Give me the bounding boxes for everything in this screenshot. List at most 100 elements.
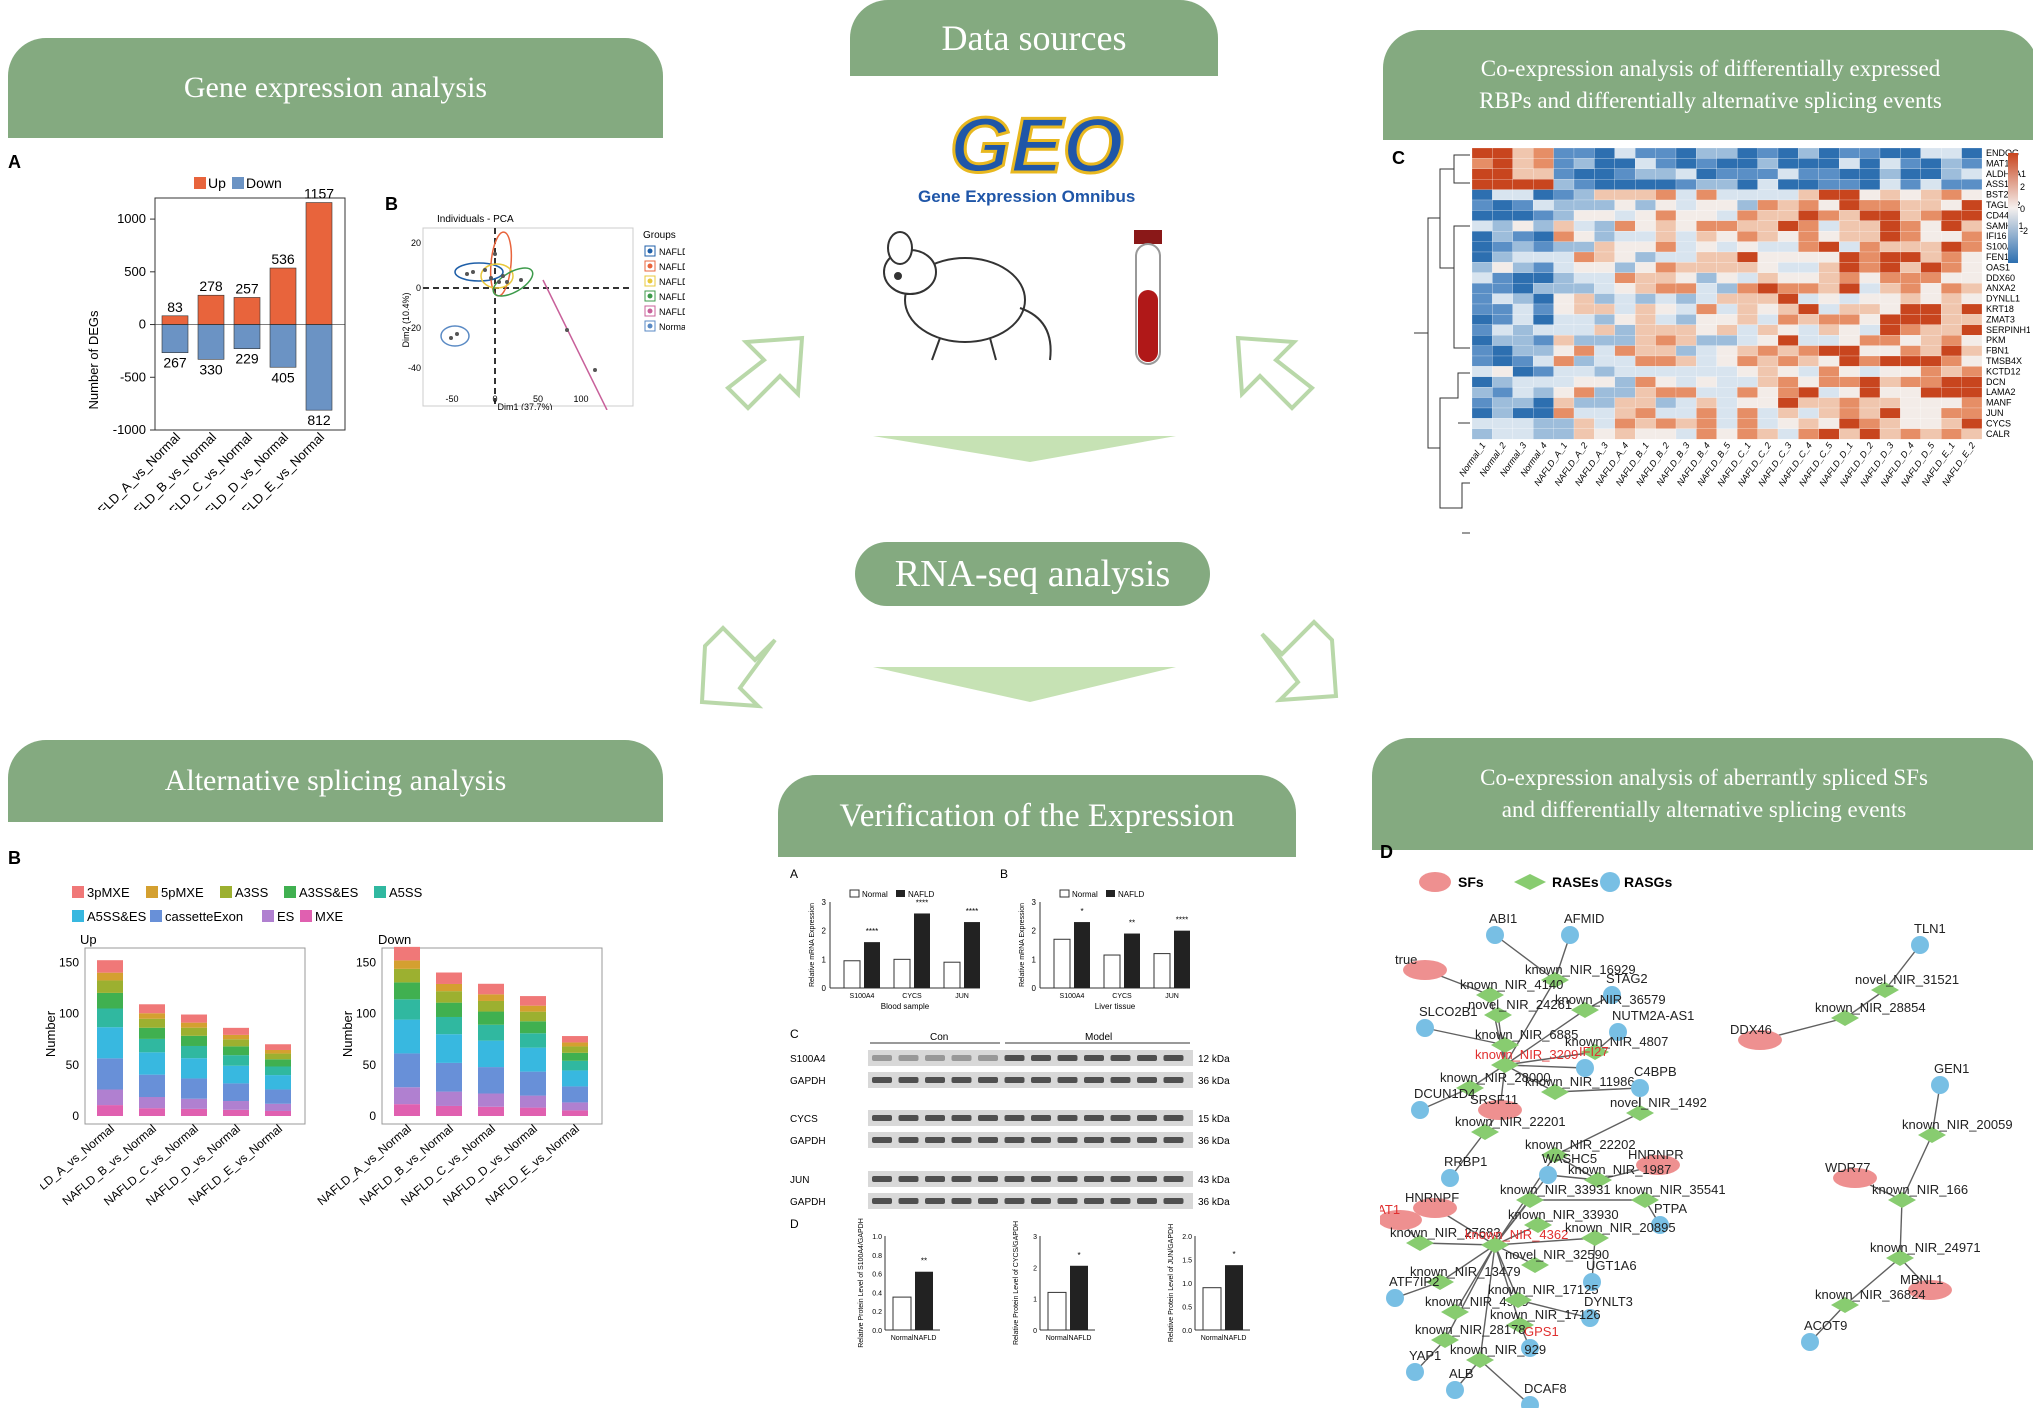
splicing-bar-segment [265,1089,291,1104]
heatmap-cell [1757,355,1779,367]
banner-text: Verification of the Expression [839,797,1235,834]
heatmap-cell [1716,272,1738,284]
splicing-legend-swatch [72,886,84,898]
heatmap-cell [1512,335,1534,346]
heatmap-cell [1553,314,1575,325]
heatmap-cell [1492,262,1513,273]
ver-gene-label: CYCS [902,993,922,1000]
network-node-rasg [1576,1059,1594,1077]
heatmap-cell [1818,241,1840,253]
network-edge [1494,1244,1521,1326]
blot-band [898,1198,919,1204]
heatmap-cell [1737,158,1758,169]
heatmap-cell [1716,345,1738,357]
panel-letter-c: C [1392,148,1405,168]
blot-kda-label: 36 kDa [1198,1136,1230,1147]
blot-band [978,1176,998,1182]
heatmap-cell [1573,376,1595,388]
heatmap-cell [1961,397,1983,409]
pca-legend-label: Normal [659,322,685,332]
heatmap-cell [1655,397,1677,409]
heatmap-cell [1737,428,1758,440]
heatmap-cell [1655,251,1677,263]
heatmap-cell [1879,303,1901,315]
network-node-label: known_NIR_22201 [1455,1114,1566,1129]
heatmap-cell [1573,199,1595,211]
heatmap-cell [1492,303,1513,315]
heatmap-cell [1900,376,1921,388]
heatmap-cell [1900,418,1921,429]
blot-band [898,1055,919,1061]
splicing-bar-segment [394,946,420,961]
heatmap-cell [1900,179,1921,190]
heatmap-cell [1961,293,1983,305]
blot-band [951,1198,972,1204]
heatmap-cell [1492,345,1513,357]
heatmap-cell [1818,283,1840,294]
blot-band [1057,1137,1078,1143]
as-down-title: Down [378,932,411,947]
heatmap-cell [1961,189,1983,201]
heatmap-cell [1941,168,1962,180]
blot-band [1004,1077,1025,1083]
heatmap-cell [1798,418,1819,429]
heatmap-cell [1553,148,1575,159]
ver-star: **** [966,907,978,916]
heatmap-cell [1471,314,1493,325]
heatmap-cell [1839,272,1860,284]
heatmap-cell [1859,418,1881,429]
heatmap-cell [1818,168,1840,180]
network-node-label: known_NIR_36824 [1815,1287,1926,1302]
network-node-label: known_NIR_4362 [1465,1227,1568,1242]
heatmap-cell [1614,251,1636,263]
heatmap-cell [1818,189,1840,201]
splicing-bar-segment [139,1108,165,1116]
heatmap-cell [1594,335,1615,346]
heatmap-cell [1512,324,1534,336]
heatmap-cell [1512,283,1534,294]
heatmap-cell [1879,355,1901,367]
heatmap-cell [1798,262,1819,273]
heatmap-cell [1696,345,1717,357]
network-node-label: known_NIR_28178 [1415,1322,1526,1337]
ver-ytick: 0.2 [872,1309,882,1316]
ver-bar-normal [943,961,961,989]
blot-band [1137,1198,1157,1204]
splicing-bar-segment [520,1033,546,1048]
heatmap-gene-label: S100A4 [1986,242,2018,252]
heatmap-cell [1533,210,1554,221]
network-node-label: known_NIR_28000 [1440,1070,1551,1085]
verification-banner: Verification of the Expression [778,775,1296,857]
heatmap-cell [1920,345,1942,357]
heatmap-cell [1716,283,1738,294]
network-node-label: true [1395,952,1417,967]
heatmap-cell [1533,241,1554,253]
heatmap-dendrogram [1414,154,1470,534]
network-node-rasg [1911,936,1929,954]
heatmap-cell [1471,376,1493,388]
heatmap-cell [1900,428,1921,440]
ver-ytick: 1 [1032,955,1037,964]
heatmap-cell [1879,376,1901,388]
blot-band [951,1137,972,1143]
splicing-bar-segment [436,991,462,1003]
heatmap-cell [1757,251,1779,263]
blot-band [978,1055,998,1061]
network-node-label: DDX46 [1730,1022,1772,1037]
heatmap-cell [1655,345,1677,357]
heatmap-gene-label: KRT18 [1986,304,2014,314]
heatmap-cell [1696,355,1717,367]
heatmap-cell [1839,189,1860,201]
heatmap-cell [1594,355,1615,367]
heatmap-cell [1655,148,1677,159]
heatmap-cell [1553,324,1575,336]
network-node-label: DCUN1D4 [1414,1086,1475,1101]
heatmap-cell [1614,335,1636,346]
heatmap-cell [1757,428,1779,440]
ver-ylabel: Relative mRNA Expression [809,903,816,987]
ver-ytick: 1.0 [872,1234,882,1241]
arrow-down-right [1260,619,1339,703]
network-node-rasg [1406,1363,1424,1381]
ver-ylabel: Relative mRNA Expression [1019,903,1026,987]
heatmap-cell [1635,303,1656,315]
